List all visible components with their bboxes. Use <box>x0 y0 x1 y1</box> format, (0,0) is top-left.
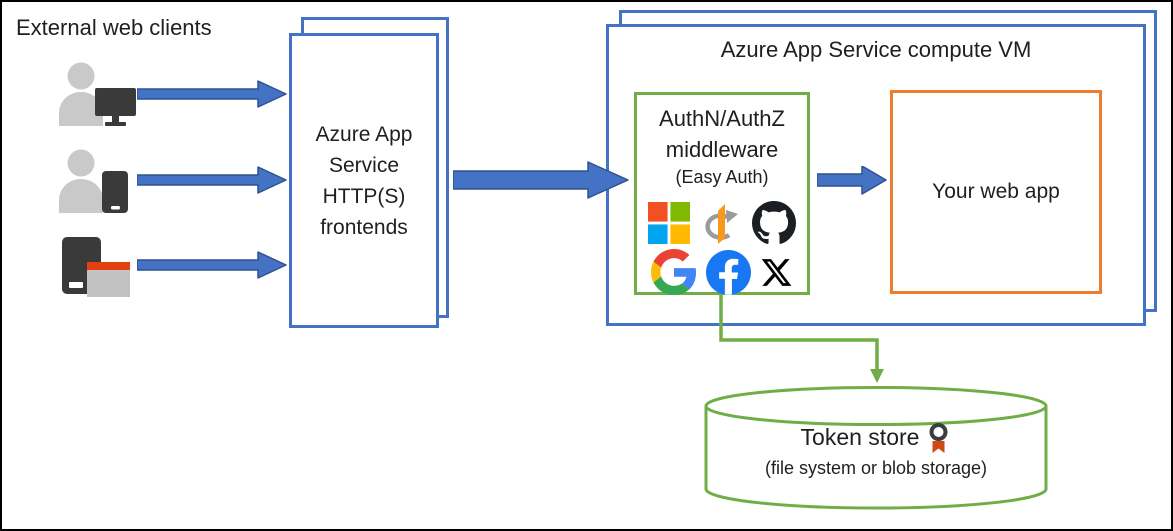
mobile-user-icon <box>59 149 128 213</box>
frontends-line: frontends <box>320 215 408 239</box>
token-badge-icon <box>929 423 948 453</box>
external-clients-label: External web clients <box>16 15 212 40</box>
token-store-cylinder <box>704 386 1048 510</box>
google-icon <box>651 249 697 295</box>
x-twitter-icon <box>761 258 792 286</box>
provider-row-1 <box>648 201 796 245</box>
web-app-box: Your web app <box>890 90 1102 294</box>
auth-title-line1: AuthN/AuthZ <box>659 106 785 131</box>
desktop-user-icon <box>59 62 136 126</box>
openid-icon <box>705 204 738 244</box>
client-arrow-3 <box>137 251 287 279</box>
microsoft-icon <box>648 202 690 244</box>
auth-middleware-box: AuthN/AuthZ middleware (Easy Auth) <box>634 92 810 295</box>
github-icon <box>752 201 796 244</box>
frontends-box: Azure App Service HTTP(S) frontends <box>289 33 439 328</box>
token-store-title: Token store <box>800 424 920 450</box>
server-app-icon <box>62 237 130 297</box>
frontends-line: HTTP(S) <box>322 184 406 208</box>
auth-title-line2: middleware <box>665 137 779 162</box>
frontends-line: Azure App <box>315 122 413 146</box>
client-arrow-2 <box>137 166 287 194</box>
token-store-subtitle: (file system or blob storage) <box>764 458 988 478</box>
frontends-to-vm-arrow <box>453 161 629 199</box>
auth-to-webapp-arrow <box>817 166 887 195</box>
client-arrow-1 <box>137 80 287 108</box>
token-store-title-row: Token store <box>801 422 952 455</box>
frontends-line: Service <box>328 153 400 177</box>
identity-providers <box>637 201 807 295</box>
auth-subtitle: (Easy Auth) <box>675 167 769 187</box>
provider-row-2 <box>651 249 793 295</box>
compute-vm-title: Azure App Service compute VM <box>720 37 1032 62</box>
web-app-label: Your web app <box>932 180 1060 203</box>
auth-to-tokenstore-connector <box>719 294 884 383</box>
facebook-icon <box>706 249 751 295</box>
token-store-text: Token store (file system or blob storage… <box>703 422 1049 480</box>
